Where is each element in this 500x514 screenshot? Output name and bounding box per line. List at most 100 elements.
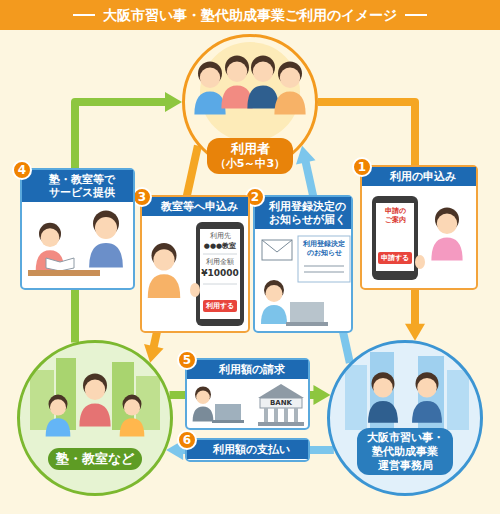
child-figure [274, 62, 305, 115]
actor-label: 利用者 [231, 141, 270, 157]
teacher-figure [79, 374, 110, 427]
school-scene [17, 340, 173, 496]
screen-label-box: 利用する [203, 300, 237, 312]
laptop-screen [290, 302, 324, 322]
title-band: 大阪市習い事・塾代助成事業ご利用のイメージ [0, 0, 500, 30]
child-figure [194, 62, 225, 115]
step-badge: 2 [245, 187, 265, 207]
bank-column [294, 408, 298, 422]
staff-figure [368, 372, 398, 423]
title: 大阪市習い事・塾代助成事業ご利用のイメージ [103, 6, 397, 24]
step-badge: 3 [132, 187, 152, 207]
name-tag: 大阪市習い事・ 塾代助成事業 運営事務局 [357, 428, 453, 475]
name-tag: 塾・教室など [48, 448, 142, 470]
screen-text: 利用金額 [200, 258, 240, 267]
screen-label-box: 申請する [378, 252, 412, 264]
box-ground [360, 165, 478, 290]
circle-ring [184, 36, 317, 169]
callout-number: 5 [183, 353, 191, 367]
bank-column [264, 408, 268, 422]
step-title: 利用登録決定の お知らせが届く [267, 200, 347, 226]
bank-base [258, 422, 304, 426]
actor-circle: 塾・教室など [17, 340, 173, 496]
screen-rule [203, 284, 237, 285]
actor-label: （小5～中3） [215, 157, 285, 171]
step-header: 利用の申込み [362, 167, 476, 186]
step-badge: 4 [12, 160, 32, 180]
desk [28, 270, 100, 276]
step-title: 利用額の支払い [199, 443, 304, 456]
step-badge: 5 [177, 350, 197, 370]
circle-ground [17, 340, 173, 496]
child-figure [247, 56, 278, 109]
sun-glow [200, 42, 300, 142]
phone-body [196, 222, 244, 326]
screen-text: 利用する [203, 300, 237, 312]
screen-rule [203, 254, 237, 255]
bank-column [274, 408, 278, 422]
screen-text: 申請する [378, 252, 412, 264]
step-badge: 1 [352, 157, 372, 177]
step-title: 教室等へ申込み [154, 200, 244, 213]
screen-text: ●●●教室 [200, 242, 240, 251]
name-tag: 利用者（小5～中3） [207, 138, 293, 174]
building [447, 370, 469, 430]
box-ground [20, 168, 135, 290]
box-ground [253, 195, 353, 333]
step-title: 利用の申込み [374, 170, 472, 183]
notice-paper [298, 236, 350, 282]
callout-number: 6 [183, 433, 191, 447]
box-ground [140, 195, 250, 333]
callout-number: 1 [358, 160, 366, 174]
child-figure [221, 56, 252, 109]
bank-roof [258, 384, 304, 398]
book [46, 258, 74, 271]
teacher-figure [89, 210, 123, 267]
screen-text: 利用先 [200, 232, 240, 241]
step-header: 塾・教室等で サービス提供 [22, 170, 133, 202]
step-box: 1利用の申込み [360, 165, 478, 290]
child-figure [46, 395, 71, 437]
bank-sign [260, 398, 302, 408]
step-box: 6利用額の支払い [185, 438, 310, 462]
screen-label-box: ●●●教室 [200, 242, 240, 251]
circle-ring [19, 342, 172, 495]
screen-text: BANK [260, 398, 302, 408]
laptop-base [212, 420, 244, 423]
title-rule [405, 14, 427, 16]
title-rule [73, 14, 95, 16]
box-ground [185, 438, 310, 462]
parent-figure [261, 280, 287, 324]
step-box: 2利用登録決定の お知らせが届く [253, 195, 353, 333]
step-box: 5利用額の請求 [185, 358, 310, 430]
screen-label-box: 利用先 [200, 232, 240, 241]
screen-label-box: BANK [260, 398, 302, 408]
screen-text: ¥10000 [200, 268, 240, 279]
phone-screen [376, 203, 414, 271]
callout-number: 3 [138, 190, 146, 204]
paper-line [304, 265, 344, 267]
screen-label-box: 申請の ご案内 [377, 207, 413, 225]
actor-circle: 大阪市習い事・ 塾代助成事業 運営事務局 [327, 340, 483, 496]
use-button [203, 300, 237, 312]
arrow-head [165, 92, 182, 112]
actor-circle: 利用者（小5～中3） [182, 34, 318, 170]
paper-line [304, 271, 344, 273]
parent-figure [148, 243, 181, 298]
screen-label-box: 利用登録決定 のお知らせ [300, 240, 348, 258]
callout-number: 2 [251, 190, 259, 204]
step-title: 利用額の請求 [199, 363, 304, 376]
screen-text: 申請の ご案内 [377, 207, 413, 225]
step-header: 利用額の支払い [187, 440, 308, 459]
screen-label-box: 利用金額 [200, 258, 240, 267]
circle-ground [182, 34, 318, 170]
child-figure [120, 395, 145, 437]
step-header: 教室等へ申込み [142, 197, 248, 216]
box-ground [185, 358, 310, 430]
apply-button [378, 252, 412, 264]
step-header: 利用額の請求 [187, 360, 308, 379]
arrow-head [313, 385, 330, 405]
laptop-screen [215, 404, 241, 420]
